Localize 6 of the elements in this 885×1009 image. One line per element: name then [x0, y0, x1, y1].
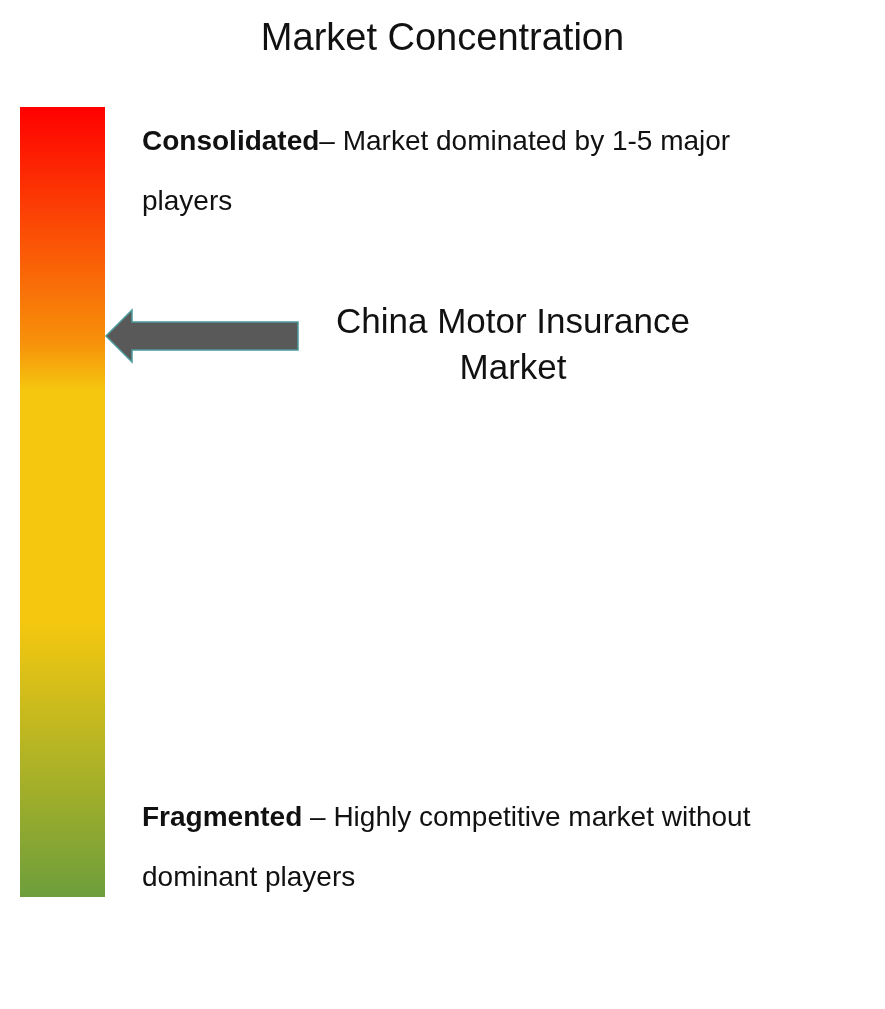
block-arrow	[104, 308, 299, 364]
gradient-scale-bar	[20, 107, 105, 897]
description-text: Fragmented – Highly competitive market without dominant players	[142, 800, 752, 894]
description-text: Consolidated– Market dominated by 1-5 major players	[142, 124, 732, 218]
chart-title: Market Concentration	[260, 15, 625, 60]
market-label: China Motor Insurance Market	[298, 296, 728, 392]
